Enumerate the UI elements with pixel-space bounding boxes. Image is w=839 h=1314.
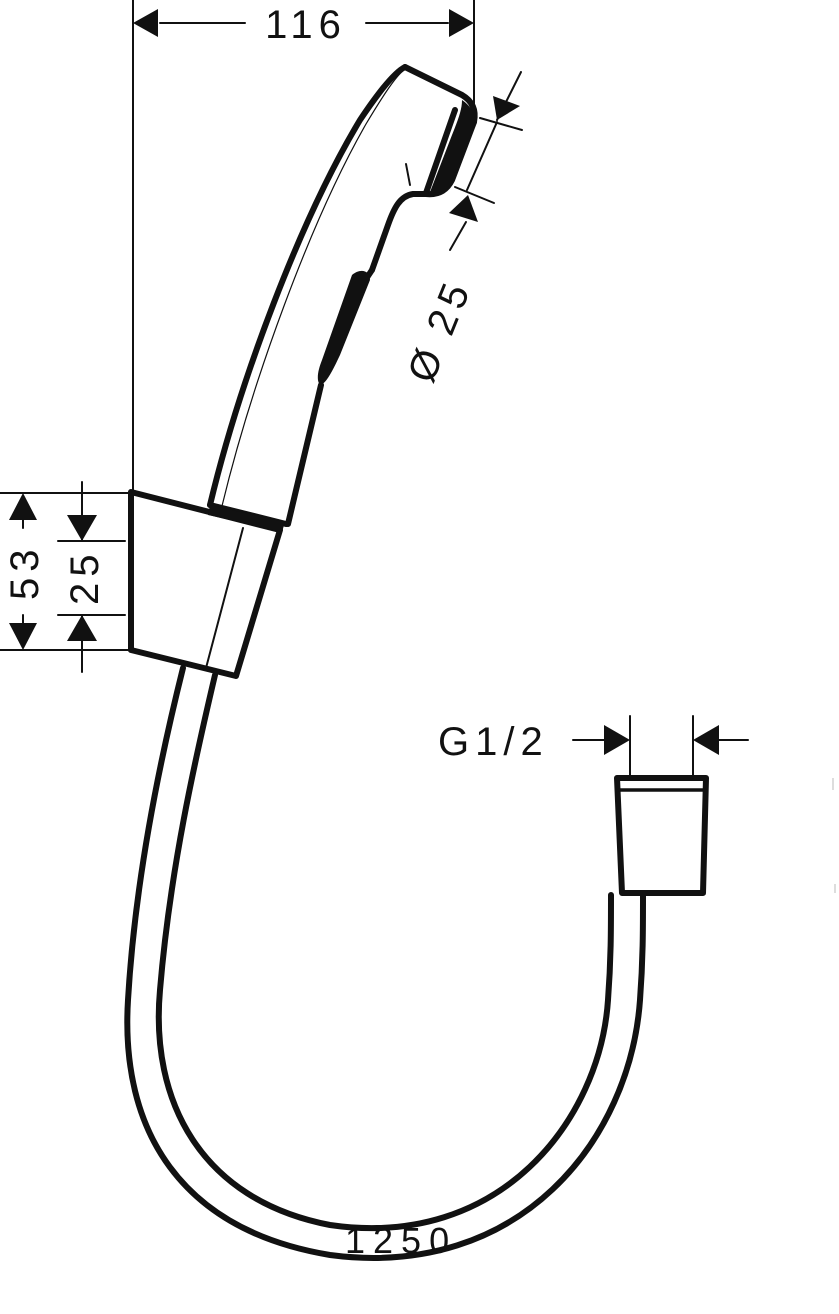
hand-shower <box>207 64 478 527</box>
dimension-line <box>466 121 498 191</box>
arrowhead-icon <box>493 96 520 120</box>
hose <box>124 665 646 1261</box>
dim-label-1250: 1250 <box>345 1220 457 1261</box>
dimension-line <box>449 221 467 251</box>
dimension-1250: 1250 <box>345 1220 457 1261</box>
arrowhead-icon <box>449 9 474 37</box>
dimension-53: 53 <box>0 492 129 651</box>
dim-label-25-holder: 25 <box>63 549 107 606</box>
arrowhead-icon <box>133 9 158 37</box>
dim-label-116: 116 <box>265 3 347 47</box>
dimension-116: 116 <box>132 0 475 493</box>
arrowhead-icon <box>604 725 630 755</box>
dim-label-dia-25: Ø25 <box>400 272 481 388</box>
dimension-g12: G1/2 <box>438 715 749 779</box>
dimension-25-holder: 25 <box>57 481 126 673</box>
dim-label-53: 53 <box>3 544 47 601</box>
wall-holder <box>128 489 285 679</box>
arrowhead-icon <box>9 623 37 650</box>
edge-marks <box>832 778 836 893</box>
arrowhead-icon <box>449 195 478 222</box>
arrowhead-icon <box>693 725 719 755</box>
extension-line <box>479 117 523 131</box>
dim-label-g12: G1/2 <box>438 720 549 764</box>
diameter-symbol-icon: Ø <box>400 337 455 388</box>
arrowhead-icon <box>67 515 97 541</box>
arrowhead-icon <box>9 493 37 520</box>
arrowhead-icon <box>67 615 97 641</box>
extension-line <box>454 186 495 204</box>
hose-connector <box>614 775 709 896</box>
